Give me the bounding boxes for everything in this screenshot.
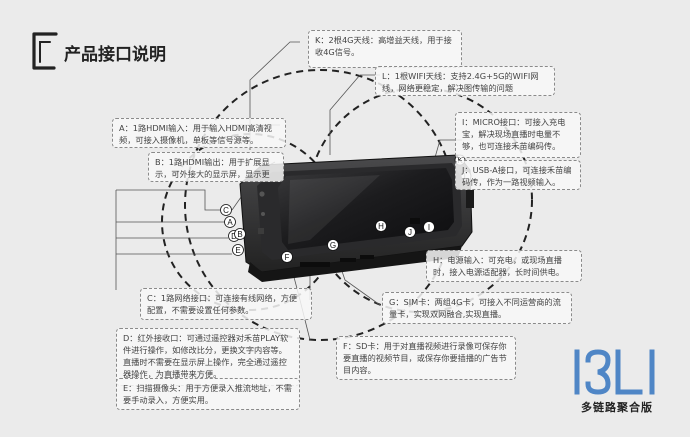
callout-a: A：1路HDMI输入：用于输入HDMI高清视频，可接入摄像机，单板等信号源等。 — [112, 118, 286, 148]
square-outline-icon — [32, 32, 58, 70]
marker-h: H — [375, 220, 387, 232]
marker-g-label: G — [330, 241, 336, 250]
marker-c-label: C — [223, 206, 229, 215]
callout-i-text: I：MICRO接口：可接入充电宝，解决现场直播时电量不够，也可连接禾苗编码传。 — [462, 117, 566, 151]
callout-d-text: D：红外接收口：可通过遥控器对禾苗PLAY软件进行操作，如修改比分，更换文字内容… — [123, 333, 289, 379]
callout-j-text: J：USB-A接口，可连接禾苗编码传，作为一路视频输入。 — [462, 165, 572, 187]
callout-g-text: G：SIM卡：两组4G卡，可接入不同运营商的流量卡，实现双网融合,实现直播。 — [389, 297, 561, 319]
marker-f-label: F — [285, 253, 290, 262]
callout-f-text: F：SD卡：用于对直播视频进行录像可保存你要直播的视频节目，或保存你要插播的广告… — [343, 341, 507, 375]
marker-e-label: E — [235, 246, 240, 255]
callout-a-text: A：1路HDMI输入：用于输入HDMI高清视频，可接入摄像机，单板等信号源等。 — [119, 123, 272, 145]
callout-c-text: C：1路网络接口：可连接有线网络，方便配置，不需要设置任何参数。 — [147, 293, 298, 315]
callout-h: H：电源输入：可充电，或现场直播时，接入电源适配器，长时间供电。 — [426, 250, 582, 282]
callout-b: B：1路HDMI输出：用于扩展显示，可外接大的显示屏，显示更直观。 — [148, 152, 284, 182]
marker-f: F — [281, 251, 293, 263]
marker-i: I — [423, 221, 435, 233]
marker-c: C — [220, 204, 232, 216]
callout-l: L：1根WIFI天线：支持2.4G+5G的WIFI网线，网络更稳定，解决图传输的… — [375, 66, 555, 96]
callout-d: D：红外接收口：可通过遥控器对禾苗PLAY软件进行操作，如修改比分，更换文字内容… — [116, 328, 300, 386]
device-body — [239, 154, 474, 282]
callout-e: E：扫描摄像头：用于方便录入推流地址，不需要手动录入，方便实用。 — [116, 378, 300, 410]
callout-b-text: B：1路HDMI输出：用于扩展显示，可外接大的显示屏，显示更直观。 — [155, 157, 270, 179]
callout-k-text: K：2根4G天线：高增益天线，用于接收4G信号。 — [315, 35, 452, 57]
callout-h-text: H：电源输入：可充电，或现场直播时，接入电源适配器，长时间供电。 — [433, 255, 565, 277]
marker-d-label: D — [231, 232, 237, 241]
marker-j: J — [404, 226, 416, 238]
callout-g: G：SIM卡：两组4G卡，可接入不同运营商的流量卡，实现双网融合,实现直播。 — [382, 292, 572, 324]
callout-i: I：MICRO接口：可接入充电宝，解决现场直播时电量不够，也可连接禾苗编码传。 — [455, 112, 581, 158]
marker-b: B — [234, 228, 246, 240]
brand-name: 多链路聚合版 — [581, 401, 653, 414]
marker-j-label: J — [408, 228, 412, 237]
callout-e-text: E：扫描摄像头：用于方便录入推流地址，不需要手动录入，方便实用。 — [123, 383, 292, 405]
page-title: 产品接口说明 — [64, 45, 166, 65]
brand-logo — [574, 349, 655, 395]
marker-h-label: H — [378, 222, 384, 231]
marker-b-label: B — [237, 230, 242, 239]
marker-a: A — [224, 216, 236, 228]
camera-dot — [259, 191, 265, 197]
antenna-stub — [466, 190, 474, 208]
callout-j: J：USB-A接口，可连接禾苗编码传，作为一路视频输入。 — [455, 160, 581, 190]
marker-i-label: I — [428, 223, 430, 232]
marker-g: G — [327, 239, 339, 251]
marker-a-label: A — [227, 218, 233, 227]
marker-e: E — [232, 244, 244, 256]
callout-k: K：2根4G天线：高增益天线，用于接收4G信号。 — [308, 30, 462, 68]
callout-f: F：SD卡：用于对直播视频进行录像可保存你要直播的视频节目，或保存你要插播的广告… — [336, 336, 516, 380]
callout-c: C：1路网络接口：可连接有线网络，方便配置，不需要设置任何参数。 — [140, 288, 312, 320]
callout-l-text: L：1根WIFI天线：支持2.4G+5G的WIFI网线，网络更稳定，解决图传输的… — [382, 71, 539, 93]
